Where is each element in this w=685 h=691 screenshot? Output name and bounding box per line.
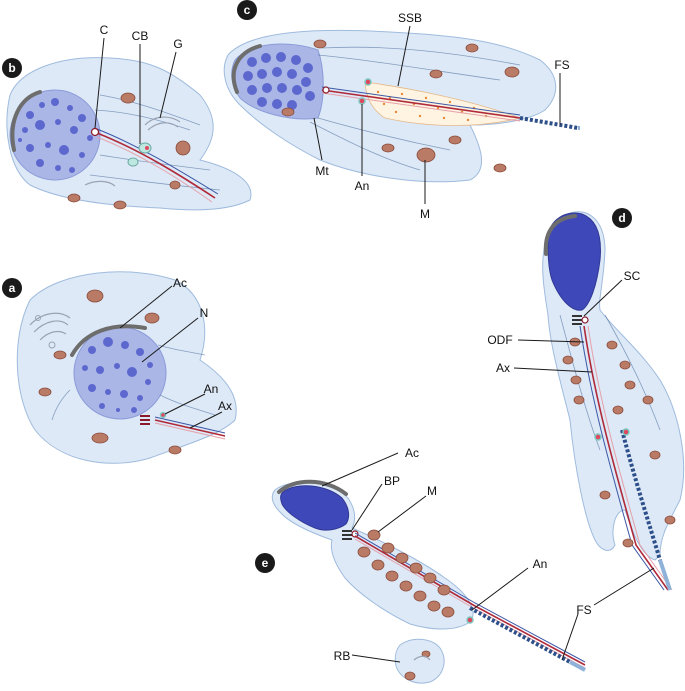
- panel-b-golgi: [84, 116, 181, 187]
- panel-a-mitochondria: [38, 289, 182, 455]
- panel-a-nucleus: [73, 326, 167, 420]
- label-a-an: An: [204, 382, 219, 396]
- leader-e-an: [471, 567, 529, 611]
- leader-a-ac: [119, 285, 173, 329]
- label-e-ac: Ac: [405, 446, 419, 460]
- leader-d-ax: [513, 367, 593, 373]
- panel-c: c SSB FS Mt An M: [223, 0, 580, 221]
- leader-c-mt: [313, 117, 323, 161]
- panel-d-centriole: [572, 315, 589, 325]
- panel-e-acrosome: [277, 479, 348, 496]
- panel-e-mitochondria: [357, 529, 455, 618]
- label-e-m: M: [427, 484, 437, 498]
- panel-c-acrosome: [231, 44, 262, 94]
- panel-a: a Ac N An Ax: [2, 271, 237, 464]
- panel-e-nucleus: [280, 485, 350, 531]
- panel-b-badge: [2, 58, 22, 78]
- label-b-g: G: [173, 37, 182, 51]
- panel-e-letter: e: [262, 556, 269, 570]
- panel-e-annulus: [466, 616, 474, 624]
- leader-e-rb: [351, 654, 401, 663]
- panel-d-letter: d: [618, 211, 625, 225]
- panel-a-letter: a: [9, 281, 16, 295]
- leader-a-n: [141, 317, 199, 363]
- leader-e-fs-e: [561, 613, 579, 661]
- label-d-sc: SC: [624, 269, 641, 283]
- leader-b-c: [94, 37, 105, 129]
- panel-b: b C CB G: [2, 23, 252, 211]
- panel-e-centriole: [342, 530, 359, 540]
- label-a-ac: Ac: [173, 276, 187, 290]
- panel-e-residual-body: [394, 638, 445, 684]
- label-a-ax: Ax: [218, 399, 232, 413]
- label-d-ax: Ax: [496, 361, 510, 375]
- leader-b-g: [159, 51, 177, 119]
- label-c-mt: Mt: [315, 164, 329, 178]
- panel-b-chromatin: [18, 98, 93, 173]
- panel-b-axoneme: [96, 128, 219, 203]
- panel-a-golgi: [29, 312, 71, 349]
- label-c-fs: FS: [554, 58, 569, 72]
- panel-d: d SC ODF Ax: [487, 208, 685, 591]
- panel-c-letter: c: [244, 3, 251, 17]
- panel-c-badge: [237, 0, 257, 20]
- label-b-c: C: [100, 23, 109, 37]
- panel-d-axoneme: [579, 325, 673, 591]
- panel-e-axoneme: [354, 532, 586, 669]
- label-e-rb: RB: [334, 649, 351, 663]
- panel-a-centriole: [140, 415, 150, 425]
- leader-d-sc: [583, 279, 623, 317]
- leader-a-an: [164, 393, 206, 415]
- label-c-ssb: SSB: [398, 11, 422, 25]
- label-e-bp: BP: [384, 474, 400, 488]
- panel-e-badge: [255, 553, 275, 573]
- panel-c-centriole: [322, 86, 330, 94]
- panel-c-axoneme: [321, 86, 521, 122]
- panel-d-annulus: [594, 428, 630, 441]
- panel-d-fibrous-sheath: [620, 429, 662, 561]
- panel-b-microtubules: [89, 94, 221, 191]
- panel-e-fibrous-sheath: [469, 606, 571, 664]
- label-a-n: N: [200, 306, 209, 320]
- label-c-an: An: [355, 179, 370, 193]
- panel-a-annulus: [159, 411, 167, 419]
- panel-c-fibrous-sheath: [519, 116, 579, 130]
- panel-c-chromatin: [243, 52, 315, 110]
- panel-b-centriole: [90, 127, 100, 137]
- leader-c-ssb: [397, 25, 411, 87]
- panel-b-letter: b: [8, 61, 15, 75]
- leader-a-ax: [189, 411, 223, 429]
- panel-a-chromatin: [82, 337, 153, 413]
- panel-b-chromatoid-body: [127, 142, 152, 167]
- label-e-fs: FS: [576, 603, 591, 617]
- panel-c-mitochondria: [281, 39, 520, 173]
- label-b-cb: CB: [132, 29, 149, 43]
- panel-e: e Ac BP M An FS RB: [255, 446, 655, 684]
- panel-d-nucleus: [547, 212, 601, 311]
- panel-b-acrosome: [10, 90, 42, 152]
- leader-e-fs-d: [593, 567, 655, 606]
- panel-d-badge: [612, 208, 632, 228]
- panel-b-mitochondria: [67, 92, 191, 210]
- leader-e-bp: [351, 483, 383, 531]
- panel-a-acrosome: [70, 324, 147, 357]
- leader-d-odf: [517, 339, 585, 343]
- panel-a-badge: [2, 278, 22, 298]
- label-c-m: M: [420, 207, 430, 221]
- leader-e-m: [377, 495, 427, 533]
- label-d-odf: ODF: [487, 333, 512, 347]
- label-e-an: An: [533, 557, 548, 571]
- leader-e-ac: [321, 452, 399, 487]
- panel-d-acrosome: [543, 214, 577, 256]
